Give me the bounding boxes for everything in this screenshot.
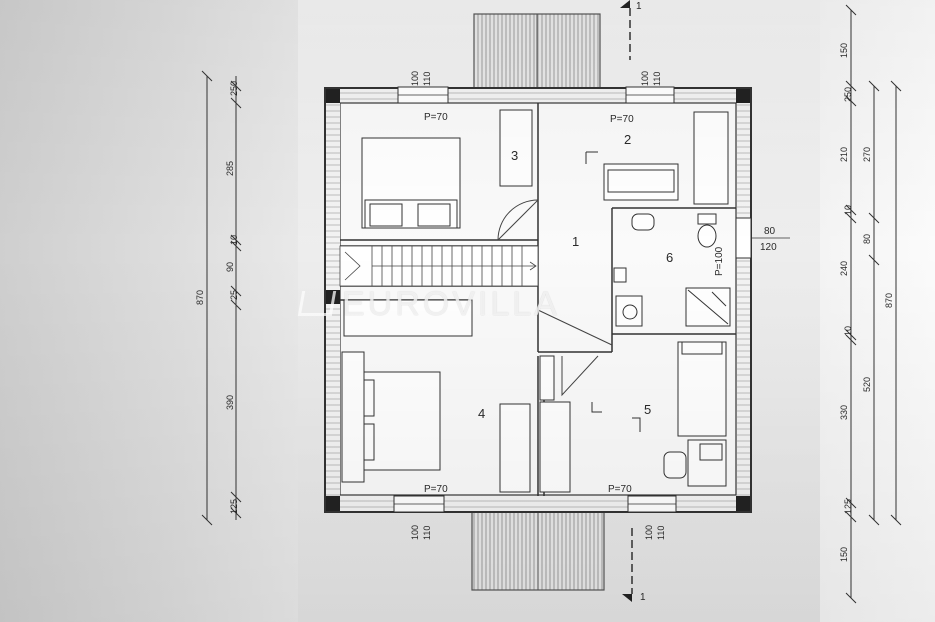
- dimension-chain-right: [845, 4, 902, 604]
- svg-text:110: 110: [656, 526, 666, 540]
- svg-text:1: 1: [636, 1, 642, 12]
- svg-text:270: 270: [862, 147, 872, 162]
- svg-text:870: 870: [884, 293, 894, 308]
- furniture-room-5: [539, 341, 727, 493]
- opening-dims-bath: 80 120: [752, 226, 790, 253]
- window-label-room-5: P=70: [608, 484, 632, 495]
- svg-text:120: 120: [760, 242, 777, 253]
- room-number-3: 3: [511, 148, 518, 163]
- svg-text:240: 240: [839, 261, 849, 276]
- svg-text:330: 330: [839, 405, 849, 420]
- svg-text:250: 250: [229, 81, 239, 96]
- svg-text:100: 100: [410, 525, 420, 540]
- section-marker-top: 1: [620, 0, 642, 60]
- svg-text:10: 10: [229, 235, 239, 245]
- svg-text:250: 250: [843, 87, 853, 102]
- window-label-bath: P=100: [714, 246, 725, 276]
- svg-text:1: 1: [640, 592, 646, 603]
- balcony-top: [473, 13, 601, 89]
- svg-text:10: 10: [843, 205, 853, 215]
- wardrobe-room-4: [499, 403, 531, 493]
- svg-text:25: 25: [229, 290, 239, 300]
- svg-text:110: 110: [422, 72, 432, 86]
- opening-dims-top-right: 100 110: [640, 71, 662, 86]
- svg-text:125: 125: [843, 499, 853, 514]
- svg-text:90: 90: [225, 262, 235, 272]
- section-marker-bottom: 1: [622, 528, 646, 603]
- window-label-room-3: P=70: [424, 112, 448, 123]
- svg-text:390: 390: [225, 395, 235, 410]
- dimension-text-left: 870 250 285 10 90 25 390 125: [195, 81, 239, 514]
- svg-text:150: 150: [839, 547, 849, 562]
- dimension-chain-left: [201, 70, 242, 526]
- balcony-bottom: [471, 511, 605, 591]
- opening-dims-top-left: 100 110: [410, 71, 432, 86]
- room-number-2: 2: [624, 132, 631, 147]
- room-number-4: 4: [478, 406, 485, 421]
- svg-text:110: 110: [652, 72, 662, 86]
- svg-text:520: 520: [862, 377, 872, 392]
- svg-text:285: 285: [225, 161, 235, 176]
- window-label-room-4: P=70: [424, 484, 448, 495]
- wardrobe-room-3: [499, 109, 533, 187]
- svg-text:100: 100: [644, 525, 654, 540]
- svg-text:870: 870: [195, 290, 205, 305]
- room-number-5: 5: [644, 402, 651, 417]
- room-number-1: 1: [572, 234, 579, 249]
- svg-text:210: 210: [839, 147, 849, 162]
- svg-text:125: 125: [229, 499, 239, 514]
- svg-text:80: 80: [764, 226, 776, 237]
- window-label-room-2: P=70: [610, 114, 634, 125]
- window-openings: [393, 86, 752, 513]
- svg-text:150: 150: [839, 43, 849, 58]
- svg-text:10: 10: [843, 326, 853, 336]
- doors: [497, 199, 613, 397]
- bed-room-4: [341, 299, 473, 483]
- furniture-room-2: [585, 111, 729, 205]
- paper-left-sheet: [0, 0, 300, 622]
- paper-right-sheet: [820, 0, 935, 622]
- bed-room-3: [361, 137, 461, 229]
- bathroom-fixtures: [613, 213, 731, 327]
- opening-dims-bottom-right: 100 110: [644, 525, 666, 540]
- svg-text:80: 80: [862, 234, 872, 244]
- svg-text:100: 100: [410, 71, 420, 86]
- room-number-6: 6: [666, 250, 673, 265]
- svg-text:110: 110: [422, 526, 432, 540]
- opening-dims-bottom-left: 100 110: [410, 525, 432, 540]
- staircase: [339, 245, 539, 287]
- dimension-text-right: 150 250 210 10 240 10 330 125 150 270 80…: [839, 43, 894, 562]
- svg-text:100: 100: [640, 71, 650, 86]
